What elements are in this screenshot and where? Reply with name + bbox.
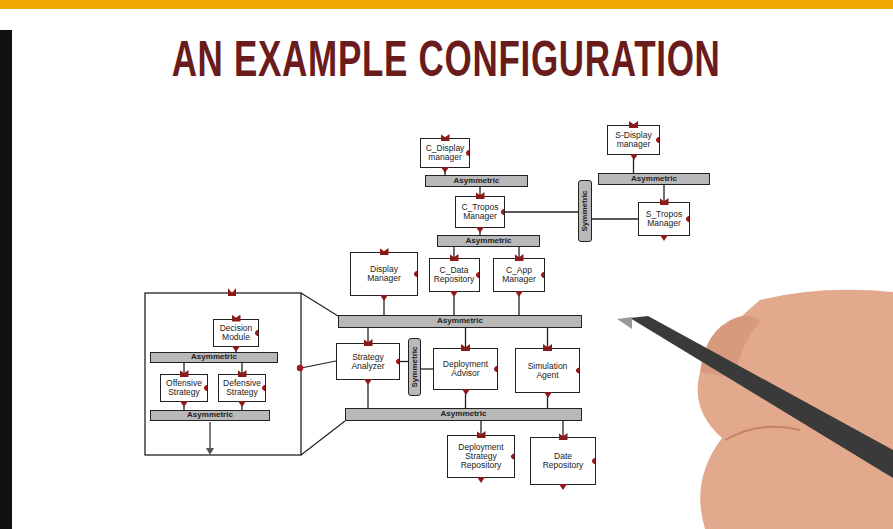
connector-line [241, 363, 242, 374]
zoom-line [301, 361, 336, 368]
component-box: Offensive Strategy [160, 374, 208, 402]
node-label: Defensive Strategy [223, 379, 261, 397]
component-box: Strategy Analyzer [336, 343, 400, 380]
node-label: Symmetric [581, 191, 589, 232]
node-label: Date Repository [535, 452, 591, 470]
node-label: C_Display manager [425, 144, 465, 162]
component-box: Display Manager [350, 252, 418, 296]
left-edge [0, 30, 12, 529]
connector-band: Symmetric [578, 180, 592, 242]
node-label: Display Manager [355, 265, 413, 283]
zoom-line [301, 421, 345, 455]
component-box: Date Repository [530, 437, 596, 485]
title-row: AN EXAMPLE CONFIGURATION [0, 34, 893, 84]
zoom-line [301, 293, 338, 316]
component-box: S_Tropos Manager [638, 202, 690, 236]
node-label: Asymmetric [187, 411, 233, 419]
connector-line [518, 247, 519, 258]
connector-line [400, 361, 408, 362]
connector-band: Asymmetric [437, 235, 540, 247]
title: AN EXAMPLE CONFIGURATION [172, 34, 721, 84]
connector-band: Asymmetric [150, 352, 278, 363]
wire [209, 422, 210, 448]
node-label: Simulation Agent [520, 362, 575, 380]
node-label: Symmetric [410, 347, 418, 388]
component-box: C_Tropos Manager [455, 196, 505, 228]
pen-tip [617, 317, 632, 329]
pen [630, 316, 893, 478]
component-box: C_Display manager [420, 138, 470, 168]
connector-line [479, 187, 480, 196]
connector-band: Asymmetric [425, 175, 528, 187]
node-label: Asymmetric [466, 237, 512, 245]
connector-band: Asymmetric [150, 410, 270, 421]
component-box: C_App Manager [493, 258, 545, 292]
component-box: Deployment Strategy Repository [447, 435, 515, 478]
node-label: S-Display manager [612, 131, 655, 149]
top-bar [0, 0, 893, 9]
connector-line [465, 328, 466, 348]
detail-frame [145, 293, 301, 455]
port-triangle [206, 448, 214, 455]
component-box: S-Display manager [607, 125, 660, 155]
connector-line [421, 368, 433, 369]
connector-line [505, 211, 578, 212]
connector-band: Symmetric [408, 338, 421, 396]
component-box: Defensive Strategy [218, 374, 266, 402]
node-label: C_Tropos Manager [460, 203, 500, 221]
node-label: Asymmetric [191, 353, 237, 361]
connector-line [562, 421, 563, 437]
node-label: Asymmetric [437, 317, 483, 325]
node-label: Offensive Strategy [165, 379, 203, 397]
node-label: C_Data Repository [434, 266, 475, 284]
node-label: S_Tropos Manager [643, 210, 685, 228]
connector-line [453, 247, 454, 258]
connector-line [183, 363, 184, 374]
component-box: Simulation Agent [515, 348, 580, 393]
port-dot [297, 365, 303, 371]
component-box: Decision Module [213, 319, 259, 347]
node-label: Deployment Advisor [438, 360, 493, 378]
connector-band: Asymmetric [598, 173, 710, 185]
node-label: Asymmetric [441, 410, 487, 418]
connector-line [547, 328, 548, 348]
node-label: C_App Manager [498, 266, 540, 284]
node-label: Deployment Strategy Repository [452, 443, 510, 470]
connector-line [663, 185, 664, 202]
node-label: Asymmetric [631, 175, 677, 183]
node-label: Asymmetric [454, 177, 500, 185]
hand-with-pen [617, 290, 893, 529]
frame-notch [228, 288, 236, 296]
component-box: Deployment Advisor [433, 348, 498, 390]
connector-line [480, 421, 481, 435]
knuckle [725, 427, 800, 440]
connector-line [592, 218, 638, 219]
node-label: Decision Module [218, 324, 254, 342]
component-box: C_Data Repository [429, 258, 480, 292]
node-label: Strategy Analyzer [341, 353, 395, 371]
connector-band: Asymmetric [345, 408, 582, 421]
connector-band: Asymmetric [338, 315, 582, 328]
connector-line [367, 328, 368, 343]
